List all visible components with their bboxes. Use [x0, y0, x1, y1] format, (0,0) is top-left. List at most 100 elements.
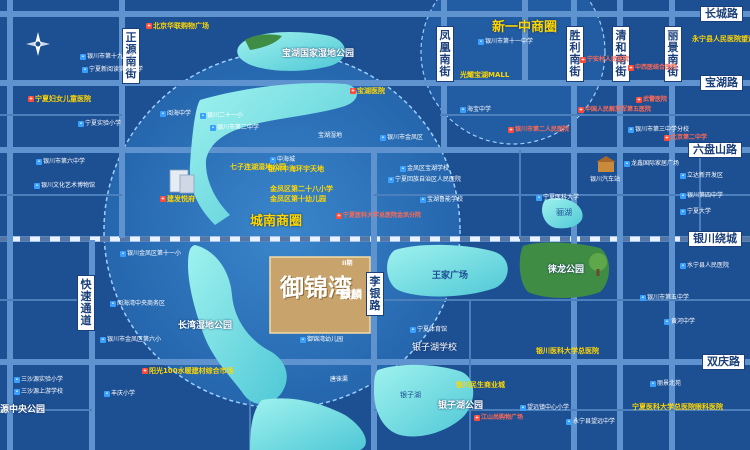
south-lake	[250, 398, 366, 450]
li-lake	[542, 198, 583, 229]
poi-qizi: 七子连湖湿地公园	[230, 163, 286, 171]
place-yinzi-school: 银子湖学校	[412, 343, 458, 353]
poi-red-5: +中西医结合医院	[628, 64, 678, 71]
poi-w6: •阅海中学	[160, 110, 192, 117]
yinzi-lake	[374, 364, 474, 437]
poi-w14: •龙鑫国际家居广场	[624, 160, 680, 167]
poi-w27: •御锦湾幼儿园	[300, 336, 344, 343]
park-xinglong: 徕龙公园	[548, 265, 585, 275]
water	[188, 32, 583, 450]
road-label-baohu: 宝湖路	[700, 75, 743, 91]
xinglong-park	[519, 242, 609, 298]
poi-w28: •银川金凤区第十一小	[120, 250, 182, 257]
poi-w15: •立达新开发区	[680, 172, 724, 179]
poi-w4: •银川市第六中学	[36, 158, 86, 165]
road-label-shengli: 胜利南街	[566, 26, 584, 82]
poi-w30: •银川市金凤区第六小	[100, 336, 162, 343]
poi-yongning: 宁夏医科大学总医院眼科医院	[632, 403, 723, 411]
poi-w11: •金凤区宝湖学校	[400, 165, 450, 172]
poi-w37: •宁夏体育馆	[410, 326, 448, 333]
poi-beijing-hualian: +北京华联购物广场	[146, 22, 209, 30]
poi-w3: •宁夏实验小学	[78, 120, 122, 127]
project-phase: II期	[342, 260, 353, 267]
poi-w25: •丰庆小学	[104, 390, 136, 397]
wangjia-lake	[387, 244, 508, 297]
poi-w33: •宁夏回族自治区人民医院	[388, 176, 462, 183]
poi-w1: •银川市第十九中学	[80, 53, 136, 60]
poi-w34: •丽景北苑	[650, 380, 682, 387]
place-wangjia: 王家广场	[432, 271, 469, 281]
poi-w36: •银川市第十一中学	[478, 38, 534, 45]
poi-w32: •望远镇中心小学	[520, 404, 570, 411]
poi-w16: 银川汽车站	[590, 176, 621, 183]
poi-xingqing-wanda: 永宁县人民医院望远分院	[692, 35, 750, 43]
green-areas	[245, 34, 609, 298]
place-yinzihu: 银子湖	[400, 391, 421, 399]
poi-w2: •宁夏新阅读实验中学	[82, 66, 144, 73]
poi-w17: •银川第四中学	[680, 192, 724, 199]
poi-jinfeng-10: 金凤区第十幼儿园	[270, 195, 326, 203]
xin-yizhong-circle	[420, 0, 606, 145]
project-block	[269, 256, 371, 334]
road-label-liyin: 李银路	[366, 272, 384, 316]
central-lake	[189, 82, 358, 226]
poi-yike-general: +银川市第二人民医院	[508, 126, 570, 133]
poi-w35: •海宝中学	[460, 106, 492, 113]
poi-w29: •阅海湾中央商务区	[110, 300, 166, 307]
poi-jiangshan: 银川民生商业城	[456, 381, 505, 389]
changwan-lake	[188, 245, 287, 405]
poi-red-3: +北京第二中学	[664, 134, 708, 141]
poi-w23: •三沙源实验小学	[14, 376, 64, 383]
project-side: 麒麟	[340, 288, 362, 301]
road-label-qinghe: 清和南街	[612, 26, 630, 82]
poi-china-hospital: +中国人民解放军第五医院	[578, 106, 652, 113]
district-xin-yizhong: 新一中商圈	[492, 20, 558, 35]
road-label-lijing: 丽景南街	[664, 26, 682, 82]
park-changwan: 长湾湿地公园	[178, 321, 233, 331]
park-baohu: 宝湖国家湿地公园	[282, 49, 355, 59]
poi-w19: •水宁县人民医院	[680, 262, 730, 269]
poi-w10: •银川市金凤区	[380, 134, 424, 141]
road-label-kuaisu: 快速通道	[77, 275, 95, 331]
poi-w31: •永宁县望远中学	[566, 418, 616, 425]
poi-jinfeng-28: 金凤区第二十八小学	[270, 185, 333, 193]
poi-w22: •宝湖鲁能学校	[420, 196, 464, 203]
poi-zhonghai: 银川中海环宇天地	[268, 165, 324, 173]
poi-w7: •银川二十一小	[200, 112, 244, 119]
road-label-fenghuang: 凤凰南街	[436, 26, 454, 82]
poi-guangfu-mall: 光耀宝湖MALL	[460, 71, 510, 79]
gate-icon	[596, 156, 616, 172]
road-label-zhengyuan: 正源南街	[122, 28, 140, 84]
poi-w21: •黄河中学	[664, 318, 696, 325]
poi-baohu-hospital: +宝湖医院	[350, 87, 385, 95]
place-lihu: 骊湖	[556, 208, 572, 217]
poi-jianfa: +建发悦府	[160, 195, 195, 203]
road-label-changcheng: 长城路	[700, 6, 743, 22]
poi-yang100: 银川医科大学总医院	[536, 347, 599, 355]
park-yuanzhongyang: 源中央公园	[0, 405, 46, 415]
poi-w20: •银川市第五中学	[640, 294, 690, 301]
poi-w24: •三沙源上游学校	[14, 388, 64, 395]
district-chengnan: 城南商圈	[250, 214, 303, 229]
poi-w5: •银川文化艺术博物馆	[34, 182, 96, 189]
road-label-yinchuanraocheng: 银川绕城	[688, 231, 742, 247]
poi-red-4: +宁安村人民医院	[580, 56, 630, 63]
poi-w12: •宁夏医科大学	[536, 194, 580, 201]
compass-icon	[26, 32, 50, 56]
poi-ningxia-med: +江山尚购物广场	[474, 414, 524, 421]
poi-minsheng: +阳光100水暖建材综合市场	[142, 367, 234, 375]
building-icon	[169, 169, 195, 194]
project-name: 御锦湾	[280, 273, 352, 302]
poi-w26: 唐徕渠	[330, 376, 349, 383]
poi-yike-branch: +宁夏医科大学总医院金凤分院	[336, 212, 422, 219]
poi-w38: 宝湖湿地	[318, 132, 343, 139]
poi-w8: •银川市第二中学	[210, 124, 260, 131]
poi-w13: •银川市第三中学分校	[628, 126, 690, 133]
poi-ningxia-women: +宁夏妇女儿童医院	[28, 95, 91, 103]
poi-w18: •宁夏大学	[680, 208, 712, 215]
park-yinzi-lake: 银子湖公园	[438, 401, 484, 411]
road-label-liupanshan: 六盘山路	[688, 142, 742, 158]
poi-w9: •中海城	[270, 156, 296, 163]
poi-wujing: +武警医院	[636, 96, 668, 103]
